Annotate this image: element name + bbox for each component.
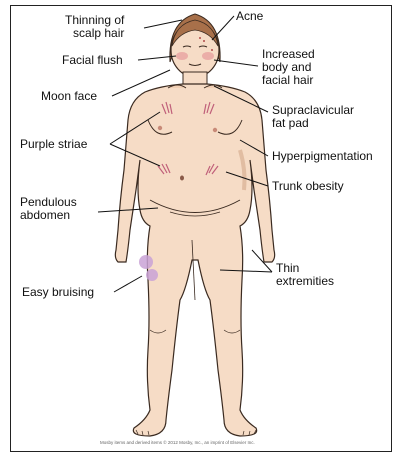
body-silhouette — [115, 84, 274, 436]
label-moon-face: Moon face — [41, 90, 97, 103]
label-supraclavicular-fat-pad: Supraclavicular fat pad — [272, 104, 354, 130]
copyright-credit: Mosby items and derived items © 2012 Mos… — [100, 440, 255, 445]
label-acne: Acne — [236, 10, 263, 23]
bruise-2 — [146, 269, 158, 281]
facial-flush-left — [176, 52, 188, 60]
leader-thinning — [144, 20, 182, 28]
label-purple-striae: Purple striae — [20, 138, 87, 151]
label-hyperpigmentation: Hyperpigmentation — [272, 150, 373, 163]
leader-increased-hair — [214, 60, 258, 66]
leader-acne — [212, 16, 234, 40]
label-thinning-scalp-hair: Thinning of scalp hair — [65, 14, 124, 40]
facial-flush-right — [202, 52, 214, 60]
label-pendulous-abdomen: Pendulous abdomen — [20, 196, 77, 222]
label-thin-extremities: Thin extremities — [276, 262, 334, 288]
label-easy-bruising: Easy bruising — [22, 286, 94, 299]
leader-bruising — [114, 276, 142, 292]
label-increased-hair: Increased body and facial hair — [262, 48, 315, 87]
bruise-1 — [139, 255, 153, 269]
label-facial-flush: Facial flush — [62, 54, 123, 67]
label-trunk-obesity: Trunk obesity — [272, 180, 344, 193]
